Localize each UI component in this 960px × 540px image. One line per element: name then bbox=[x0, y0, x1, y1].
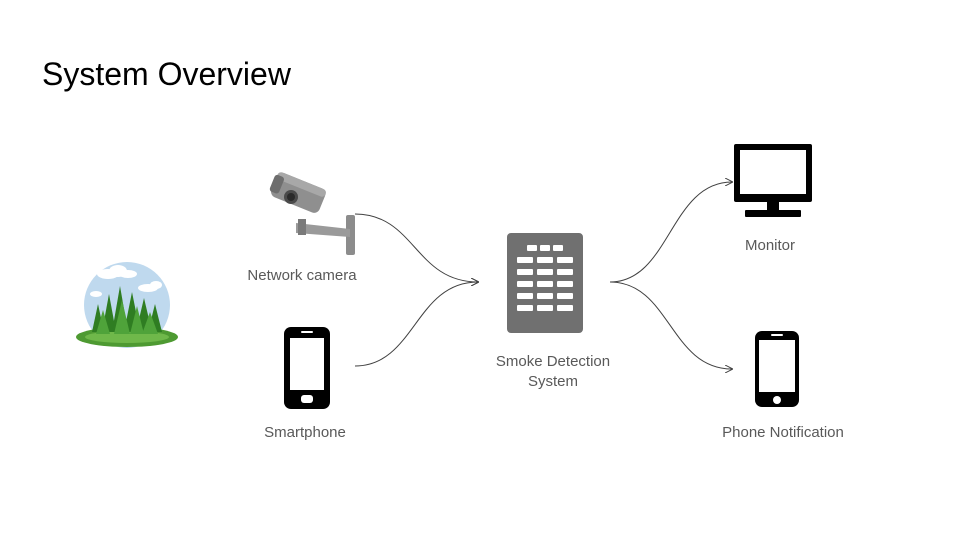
system-label-line2: System bbox=[527, 373, 578, 390]
server-panel-icon bbox=[507, 233, 583, 333]
forest-scene-icon bbox=[76, 262, 178, 348]
monitor-icon bbox=[734, 144, 812, 217]
smartphone-icon bbox=[284, 327, 330, 409]
system-label-line1: Smoke Detection bbox=[495, 353, 611, 370]
smartphone-label: Smartphone bbox=[264, 424, 346, 441]
connector-system-to-monitor bbox=[609, 182, 732, 283]
phone-notification-label: Phone Notification bbox=[722, 424, 844, 441]
connector-camera-to-system bbox=[354, 213, 478, 282]
slide-title: System Overview bbox=[42, 56, 291, 92]
phone-icon bbox=[755, 331, 799, 407]
system-label: Smoke Detection System bbox=[473, 352, 633, 392]
connector-system-to-phone bbox=[609, 281, 732, 369]
connector-smartphone-to-system bbox=[354, 282, 478, 367]
camera-label: Network camera bbox=[247, 267, 357, 284]
security-camera-icon bbox=[269, 172, 355, 255]
monitor-label: Monitor bbox=[744, 237, 796, 254]
